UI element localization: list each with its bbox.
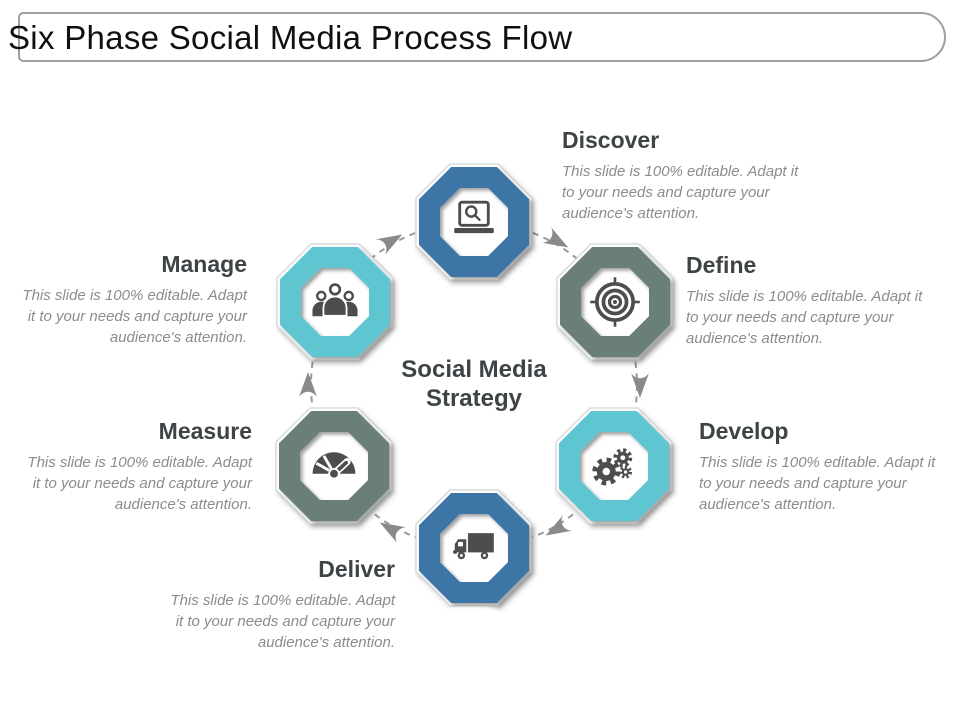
phase-heading: Develop [699,418,789,444]
phase-subtitle: This slide is 100% editable. Adapt it to… [699,452,935,515]
slide-title: Six Phase Social Media Process Flow [8,19,573,56]
center-label-line1: Social Media [401,356,547,383]
phase-subtitle-line: to your needs and capture your [686,309,894,326]
arrow-deliver-to-measure [374,513,408,544]
phase-subtitle-line: This slide is 100% editable. Adapt [170,592,395,609]
phase-block-measure: Measure This slide is 100% editable. Ada… [27,418,252,515]
phase-subtitle-line: This slide is 100% editable. Adapt it [699,454,936,471]
phase-subtitle-line: audience's attention. [699,496,837,513]
phase-subtitle-line: This slide is 100% editable. Adapt [27,454,252,471]
octagon-define [555,242,675,362]
phase-subtitle-line: it to your needs and capture your [27,308,247,325]
title-border-box [18,12,946,62]
phase-heading: Manage [161,251,247,277]
phase-subtitle: This slide is 100% editable. Adapt it to… [170,590,395,653]
phase-heading: Deliver [318,556,395,582]
phase-subtitle-line: This slide is 100% editable. Adapt it [562,163,799,180]
phase-subtitle: This slide is 100% editable. Adapt it to… [562,161,798,224]
phase-subtitle-line: audience's attention. [562,205,700,222]
arrow-manage-to-discover [374,225,408,256]
phase-subtitle-line: it to your needs and capture your [32,475,252,492]
phase-subtitle-line: audience's attention. [109,329,247,346]
phase-subtitle-line: to your needs and capture your [699,475,907,492]
phase-subtitle: This slide is 100% editable. Adapt it to… [686,286,922,349]
arrow-define-to-develop [630,371,650,399]
phase-block-define: Define This slide is 100% editable. Adap… [686,252,922,349]
phase-heading: Define [686,252,757,278]
octagon-deliver [414,488,534,608]
phase-block-discover: Discover This slide is 100% editable. Ad… [562,127,798,224]
phase-subtitle-line: audience's attention. [114,496,252,513]
phase-block-develop: Develop This slide is 100% editable. Ada… [699,418,935,515]
arrow-develop-to-deliver [540,513,574,544]
phase-subtitle-line: This slide is 100% editable. Adapt [22,287,247,304]
phase-heading: Discover [562,127,660,153]
phase-subtitle-line: audience's attention. [686,330,824,347]
phase-subtitle-line: to your needs and capture your [562,184,770,201]
octagon-measure [274,406,394,526]
arrow-discover-to-define [540,225,574,256]
phase-subtitle: This slide is 100% editable. Adapt it to… [22,285,247,348]
phase-block-manage: Manage This slide is 100% editable. Adap… [22,251,247,348]
phase-block-deliver: Deliver This slide is 100% editable. Ada… [170,556,395,653]
octagon-develop [554,406,674,526]
phase-subtitle-line: This slide is 100% editable. Adapt it [686,288,923,305]
phase-heading: Measure [158,418,252,444]
phase-subtitle-line: it to your needs and capture your [175,613,395,630]
phase-subtitle: This slide is 100% editable. Adapt it to… [27,452,252,515]
octagon-discover [414,162,534,282]
arrow-measure-to-manage [298,371,318,399]
phase-subtitle-line: audience's attention. [257,634,395,651]
center-label: Social Media Strategy [374,355,574,414]
octagon-manage [275,242,395,362]
center-label-line2: Strategy [425,385,523,413]
